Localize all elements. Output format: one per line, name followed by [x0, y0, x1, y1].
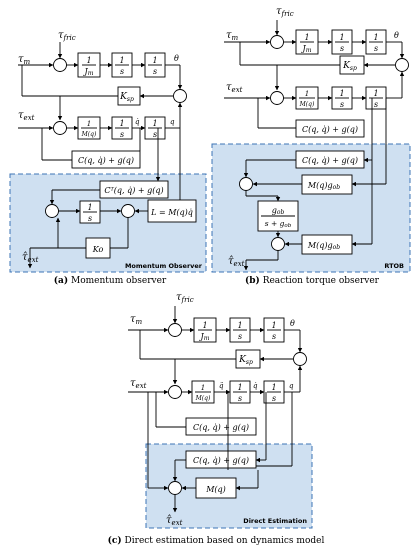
direct-cg-block — [185, 417, 257, 436]
svg-text:1: 1 — [305, 90, 309, 98]
caption-c: (c) Direct estimation based on dynamics … — [108, 535, 325, 546]
svg-text:1: 1 — [201, 384, 205, 392]
svg-text:1: 1 — [202, 321, 207, 330]
observer-sum-junction — [45, 204, 59, 218]
tau-ext-label: τext — [18, 110, 35, 122]
svg-text:1: 1 — [119, 119, 124, 128]
svg-text:L = M(q)q̇: L = M(q)q̇ — [150, 208, 193, 217]
svg-text:q̇: q̇ — [135, 118, 140, 126]
svg-text:τ̂ext: τ̂ext — [166, 515, 183, 527]
svg-text:s: s — [88, 214, 92, 223]
svg-text:1: 1 — [339, 33, 344, 42]
svg-text:s: s — [238, 332, 242, 341]
svg-text:s: s — [340, 100, 344, 109]
svg-text:1: 1 — [152, 119, 157, 128]
svg-text:s: s — [374, 44, 378, 53]
svg-text:1: 1 — [304, 33, 309, 42]
svg-text:1: 1 — [119, 56, 124, 65]
svg-text:τ̂ext: τ̂ext — [228, 256, 245, 268]
coriolis-transpose-block — [99, 180, 169, 199]
svg-text:Ksp: Ksp — [342, 61, 357, 72]
svg-text:1: 1 — [86, 56, 91, 65]
svg-text:C(q, q̇) + g(q): C(q, q̇) + g(q) — [302, 156, 358, 165]
svg-text:1: 1 — [237, 321, 242, 330]
caption-a: (a) Momentum observer — [54, 275, 167, 286]
svg-text:s: s — [153, 130, 157, 139]
svg-text:θ: θ — [174, 54, 179, 63]
svg-text:gob: gob — [272, 206, 285, 216]
sum-junction-2 — [53, 121, 67, 135]
svg-text:s: s — [272, 332, 276, 341]
svg-text:1: 1 — [152, 56, 157, 65]
svg-text:C(q, q̇) + g(q): C(q, q̇) + g(q) — [193, 423, 249, 432]
rtob-region-label: RTOB — [384, 262, 404, 270]
svg-text:Jm: Jm — [301, 44, 312, 54]
svg-text:1: 1 — [87, 203, 92, 212]
svg-text:s: s — [374, 100, 378, 109]
observer-sum-junction-2 — [121, 204, 135, 218]
svg-text:M(q): M(q) — [205, 485, 226, 494]
spring-sum-junction — [173, 89, 187, 103]
tau-hat-ext-label: τ̂ext — [22, 252, 39, 264]
tau-fric-label: τfric — [58, 30, 76, 42]
svg-text:τext: τext — [226, 82, 243, 94]
panel-c-direct-estimation: τm τfric 1 Jm 1 s 1 s θ Ksp τext 1 — [128, 292, 313, 529]
svg-text:1: 1 — [271, 383, 276, 392]
svg-text:q̇: q̇ — [253, 382, 258, 390]
svg-text:1: 1 — [373, 89, 378, 98]
tau-m-label: τm — [18, 54, 31, 66]
svg-text:τext: τext — [130, 378, 147, 390]
svg-text:s: s — [340, 44, 344, 53]
panel-a-momentum-observer: τm τfric 1 Jm 1 s 1 s θ Ksp τext — [9, 30, 207, 273]
svg-text:1: 1 — [271, 321, 276, 330]
svg-text:θ: θ — [290, 319, 295, 328]
svg-text:τfric: τfric — [276, 6, 294, 18]
svg-text:M(q)gob: M(q)gob — [307, 241, 340, 251]
svg-text:Ksp: Ksp — [238, 355, 253, 366]
panel-b-reaction-torque-observer: τm τfric 1 Jm 1 s 1 s θ Ksp τext 1 — [211, 6, 411, 273]
svg-text:θ: θ — [394, 31, 399, 40]
svg-text:τm: τm — [226, 30, 239, 42]
sum-junction — [53, 58, 67, 72]
svg-text:s: s — [120, 67, 124, 76]
svg-text:M(q): M(q) — [299, 101, 315, 108]
svg-text:C(q, q̇) + g(q): C(q, q̇) + g(q) — [193, 456, 249, 465]
svg-text:Ksp: Ksp — [119, 92, 134, 103]
svg-text:1: 1 — [237, 383, 242, 392]
svg-text:s: s — [272, 394, 276, 403]
svg-text:τm: τm — [130, 314, 143, 326]
svg-text:1: 1 — [339, 89, 344, 98]
coriolis-gravity-block — [71, 150, 141, 169]
svg-text:Ko: Ko — [92, 245, 104, 254]
caption-b: (b) Reaction torque observer — [245, 275, 380, 286]
svg-text:C(q, q̇) + g(q): C(q, q̇) + g(q) — [78, 156, 134, 165]
svg-text:1: 1 — [87, 120, 91, 128]
svg-text:M(q): M(q) — [81, 131, 97, 138]
svg-text:Jm: Jm — [83, 67, 94, 77]
svg-text:q̈: q̈ — [219, 382, 224, 390]
svg-text:M(q): M(q) — [195, 395, 211, 402]
svg-text:s: s — [153, 67, 157, 76]
direct-estimation-region-label: Direct Estimation — [243, 517, 307, 525]
svg-text:q: q — [170, 118, 175, 126]
svg-text:τfric: τfric — [176, 292, 194, 304]
svg-text:C(q, q̇) + g(q): C(q, q̇) + g(q) — [302, 125, 358, 134]
svg-text:q: q — [289, 382, 294, 390]
momentum-observer-region-label: Momentum Observer — [125, 262, 203, 270]
svg-text:M(q)gob: M(q)gob — [307, 181, 340, 191]
svg-text:Cᵀ(q, q̇) + g(q): Cᵀ(q, q̇) + g(q) — [104, 186, 163, 195]
rtob-cg-block — [295, 119, 365, 138]
svg-text:s + gob: s + gob — [265, 219, 292, 229]
svg-text:Jm: Jm — [199, 332, 210, 342]
svg-text:1: 1 — [373, 33, 378, 42]
svg-text:s: s — [238, 394, 242, 403]
svg-text:s: s — [120, 130, 124, 139]
